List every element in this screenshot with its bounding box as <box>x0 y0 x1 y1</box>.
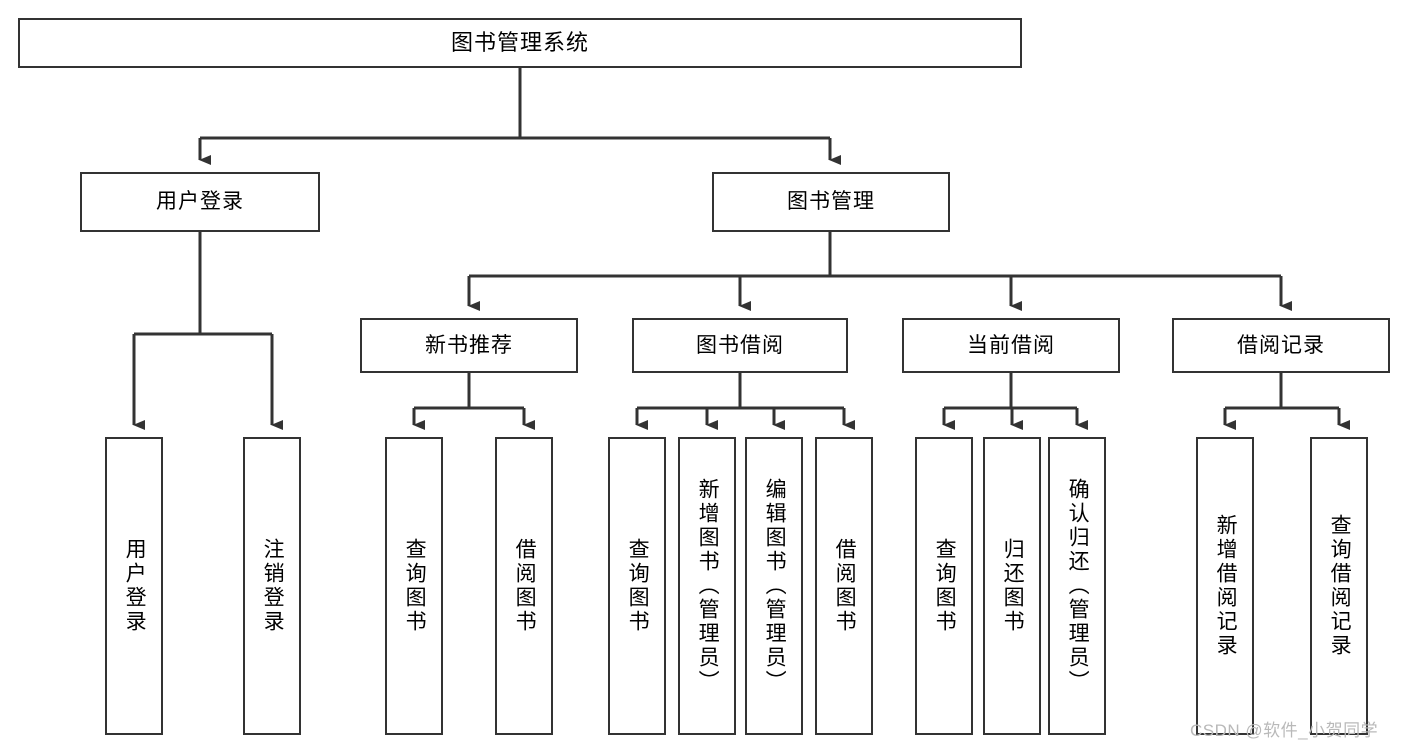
node-user-login[interactable]: 用户登录 <box>80 172 320 232</box>
leaf-record-query-record[interactable]: 查询借阅记录 <box>1310 437 1368 735</box>
leaf-record-add-record[interactable]: 新增借阅记录 <box>1196 437 1254 735</box>
leaf-current-confirm-return-admin[interactable]: 确认归还（管理员） <box>1048 437 1106 735</box>
leaf-borrow-add-book-admin[interactable]: 新增图书（管理员） <box>678 437 736 735</box>
leaf-current-query-book[interactable]: 查询图书 <box>915 437 973 735</box>
leaf-user-login-logout[interactable]: 注销登录 <box>243 437 301 735</box>
leaf-borrow-borrow-book[interactable]: 借阅图书 <box>815 437 873 735</box>
leaf-borrow-query-book[interactable]: 查询图书 <box>608 437 666 735</box>
node-borrow-record[interactable]: 借阅记录 <box>1172 318 1390 373</box>
csdn-watermark: CSDN @软件_小贺同学 <box>1190 721 1379 740</box>
leaf-current-return-book[interactable]: 归还图书 <box>983 437 1041 735</box>
leaf-borrow-edit-book-admin[interactable]: 编辑图书（管理员） <box>745 437 803 735</box>
leaf-user-login-login[interactable]: 用户登录 <box>105 437 163 735</box>
node-current-borrow[interactable]: 当前借阅 <box>902 318 1120 373</box>
leaf-recommend-borrow-book[interactable]: 借阅图书 <box>495 437 553 735</box>
leaf-recommend-query-book[interactable]: 查询图书 <box>385 437 443 735</box>
node-book-management[interactable]: 图书管理 <box>712 172 950 232</box>
node-root-system[interactable]: 图书管理系统 <box>18 18 1022 68</box>
node-new-book-recommend[interactable]: 新书推荐 <box>360 318 578 373</box>
node-book-borrow[interactable]: 图书借阅 <box>632 318 848 373</box>
